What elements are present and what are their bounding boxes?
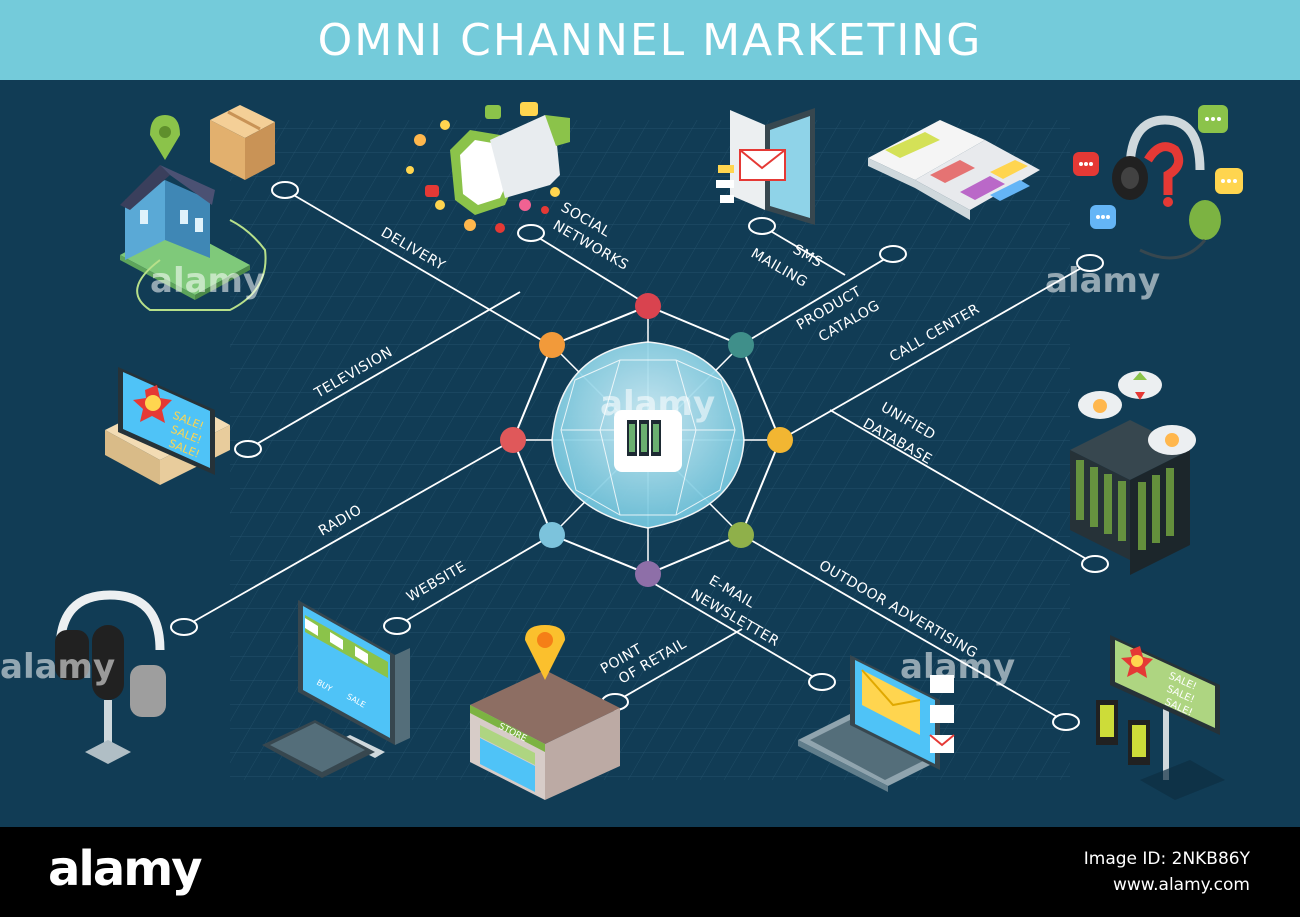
connector-lines [183,189,1096,723]
terminal-website [383,617,411,635]
product-catalog-illustration [868,120,1040,220]
diagram-svg: DELIVERY SOCIAL NETWORKS SMS MAILING PRO… [0,102,1243,800]
terminal-television [234,440,262,458]
footer-url: www.alamy.com [1112,875,1250,895]
terminal-callcenter [1076,254,1104,272]
line-email [647,579,823,683]
line-delivery [284,189,551,346]
television-illustration: SALE! SALE! SALE! [105,367,230,485]
terminals [170,181,1109,731]
hub-server-icon [627,420,661,456]
terminal-database [1081,555,1109,573]
outdoor-advertising-illustration: SALE! SALE! SALE! [1096,635,1225,800]
line-sms [761,225,846,276]
central-hub [500,293,793,587]
node-bottom [635,561,661,587]
terminal-social [517,224,545,242]
node-bottom-right [728,522,754,548]
node-bottom-left [539,522,565,548]
watermark-2: alamy [1045,261,1160,301]
radio-illustration [55,590,166,764]
line-social [530,232,649,306]
footer-bar: alamy Image ID: 2NKB86Y www.alamy.com [0,827,1300,917]
watermark-4: alamy [0,647,115,687]
footer-image-id: Image ID: 2NKB86Y [1083,849,1250,869]
line-television [247,291,521,450]
watermark-3: alamy [600,384,715,424]
terminal-delivery [271,181,299,199]
terminal-email [808,673,836,691]
node-top-right [728,332,754,358]
watermark-1: alamy [150,261,265,301]
terminal-catalog [879,245,907,263]
email-newsletter-illustration [798,655,955,792]
terminal-sms [748,217,776,235]
line-outdoor [741,534,1067,723]
line-radio [183,439,514,628]
line-website [396,534,553,627]
sms-mailing-illustration [716,108,815,225]
page-title: OMNI CHANNEL MARKETING [317,14,983,66]
title-banner: OMNI CHANNEL MARKETING [0,0,1300,80]
node-top-left [539,332,565,358]
watermark-5: alamy [900,647,1015,687]
unified-database-illustration [1070,371,1196,575]
node-top [635,293,661,319]
point-of-retail-illustration: STORE [470,625,620,800]
node-left [500,427,526,453]
line-retail [614,628,743,703]
call-center-illustration [1073,105,1243,260]
node-right [767,427,793,453]
social-networks-illustration [406,102,570,233]
delivery-illustration [120,105,275,311]
website-illustration: BUY SALE [262,600,410,778]
line-catalog [740,253,894,346]
line-database [829,409,1096,565]
diagram-canvas: DELIVERY SOCIAL NETWORKS SMS MAILING PRO… [0,80,1300,827]
footer-logo: alamy [48,841,203,897]
terminal-radio [170,618,198,636]
terminal-outdoor [1052,713,1080,731]
